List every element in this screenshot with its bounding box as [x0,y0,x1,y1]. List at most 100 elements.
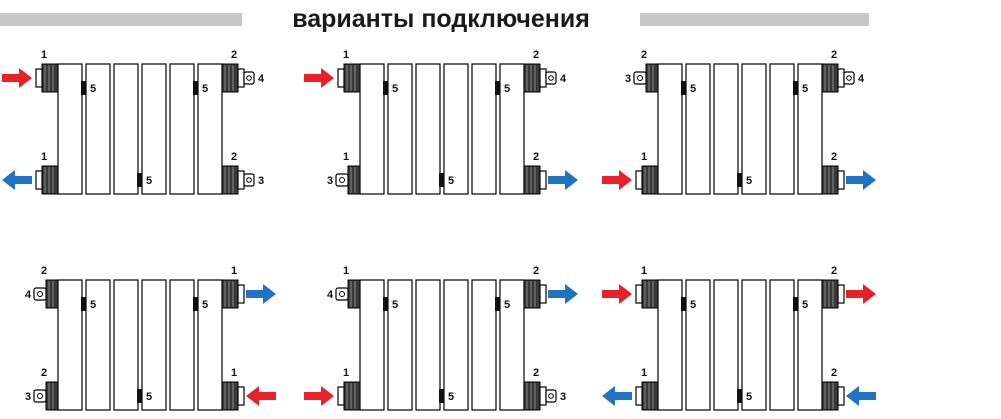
variant-4-port-tr-plug-icon-body [221,279,239,309]
variant-2-marker-label: 5 [392,83,398,95]
variant-6-port-br-plug-icon-flange [837,386,845,406]
variant-3-port-br-number: 2 [831,151,837,163]
variant-6-port-tl-hot-arrow-icon [602,284,632,304]
variant-6-port-tl-number: 1 [641,265,647,277]
variant-5-port-tl-cap-icon-valve-dot [339,291,345,297]
variant-3-radiator-section-6 [797,63,823,195]
variant-5-port-tl-number: 1 [343,265,349,277]
variant-5-radiator-section-2 [387,279,413,411]
variant-5-radiator-section-5 [471,279,497,411]
variant-5-marker-2 [495,297,500,311]
variant-1-radiator [57,63,223,195]
variant-1-port-tl-plug-icon-flange [35,68,43,88]
variant-4-marker-3 [137,389,142,403]
variant-1-port-tr-plug-icon-flange [237,68,245,88]
variant-5-port-tr-number: 2 [533,265,539,277]
variant-1-port-tl-number: 1 [41,49,47,61]
variant-3-port-tl-cap-icon [633,63,659,93]
variant-1-port-bl-plug-icon-body [41,165,59,195]
variant-4-port-tl-cap-icon-valve-dot [37,291,43,297]
variant-3-radiator-section-2 [685,63,711,195]
variant-5-port-br-number: 2 [533,367,539,379]
variant-6-port-bl-number: 1 [641,367,647,379]
variant-1-port-tr-side-valve-icon [243,71,255,85]
variant-4-radiator-section-6 [197,279,223,411]
variant-6-port-bl-plug-icon-body [641,381,659,411]
variant-5-port-tl-cap-icon-body [347,279,361,309]
variant-2-port-bl-cap-icon [335,165,361,195]
variant-4-marker-label: 5 [146,391,152,403]
variant-1-port-bl-cold-arrow-icon [2,170,32,190]
variant-4-port-tl-cap-icon-body [45,279,59,309]
variant-3-port-bl-plug-icon-flange [635,170,643,190]
variant-6-port-tl-plug-icon [635,279,659,309]
variant-2-port-bl-side-label: 3 [327,175,333,187]
variant-1-port-br-side-valve-icon-dot [246,177,252,183]
variant-6-radiator-section-1 [657,279,683,411]
variant-5-port-tr-cold-arrow-icon [548,284,578,304]
variant-6-port-tr-number: 2 [831,265,837,277]
variant-1-port-tr-side-label: 4 [258,73,265,85]
variant-1-port-tl-plug-icon [35,63,59,93]
variant-3-port-tr-plug-icon-body [821,63,839,93]
variant-2-marker-2 [495,81,500,95]
variant-5-radiator-section-4 [443,279,469,411]
variant-3-marker-label: 5 [802,83,808,95]
variant-6-port-bl-plug-icon [635,381,659,411]
variant-4-marker-2 [193,297,198,311]
variant-4-port-tr-cold-arrow-icon [246,284,276,304]
variant-2-marker-label: 5 [504,83,510,95]
variant-2-marker-label: 5 [448,175,454,187]
variant-6-radiator-section-5 [769,279,795,411]
variant-6-radiator-section-2 [685,279,711,411]
variant-3-port-tl-number: 2 [641,49,647,61]
variant-4-port-br-number: 1 [231,367,237,379]
variant-1-port-br-side-label: 3 [258,175,264,187]
variant-6-marker-label: 5 [746,391,752,403]
variant-3-port-br-plug-icon-body [821,165,839,195]
variant-2-radiator-section-2 [387,63,413,195]
variant-3-marker-label: 5 [746,175,752,187]
variant-2-port-tl-number: 1 [343,49,349,61]
variant-5-port-br-side-label: 3 [560,391,566,403]
variant-4-radiator-section-2 [85,279,111,411]
variant-2-port-tl-hot-arrow-icon [304,68,334,88]
variant-1-port-br-plug-icon-body [221,165,239,195]
variant-6-port-bl-plug-icon-flange [635,386,643,406]
variant-2-port-bl-cap-icon-body [347,165,361,195]
variant-4-marker-label: 5 [90,299,96,311]
variant-3-marker-label: 5 [690,83,696,95]
variant-5-port-bl-number: 1 [343,367,349,379]
variant-4-marker-label: 5 [202,299,208,311]
variant-2-marker-3 [439,173,444,187]
variant-4-port-bl-cap-icon-valve-dot [37,393,43,399]
variant-6-marker-1 [681,297,686,311]
variant-5-radiator [359,279,525,411]
variant-2-radiator-section-4 [443,63,469,195]
title-right-bar [640,13,869,26]
variant-4-port-tl-cap-icon [33,279,59,309]
variant-1-radiator-section-4 [141,63,167,195]
variant-1-port-bl-plug-icon-flange [35,170,43,190]
variant-3-port-bl-hot-arrow-icon [602,170,632,190]
variant-1-marker-label: 5 [146,175,152,187]
diagram-title: варианты подключения [292,5,590,33]
variant-5-marker-label: 5 [448,391,454,403]
variant-2-port-tl-plug-icon [337,63,361,93]
variant-5-port-bl-plug-icon-body [343,381,361,411]
variant-6-port-tl-plug-icon-body [641,279,659,309]
variant-1-marker-label: 5 [202,83,208,95]
variant-1-radiator-section-2 [85,63,111,195]
variant-2-radiator-section-3 [415,63,441,195]
variant-2-port-br-cold-arrow-icon [548,170,578,190]
variant-4-port-bl-side-label: 3 [25,391,31,403]
variant-6-port-br-cold-arrow-icon [846,386,876,406]
variant-6-port-tr-hot-arrow-icon [846,284,876,304]
variant-4-port-tr-plug-icon [221,279,245,309]
variant-1-port-br-plug-icon-flange [237,170,245,190]
title-left-bar [0,13,242,26]
variant-3-port-br-plug-icon-flange [837,170,845,190]
variant-2-port-br-plug-icon-body [523,165,541,195]
